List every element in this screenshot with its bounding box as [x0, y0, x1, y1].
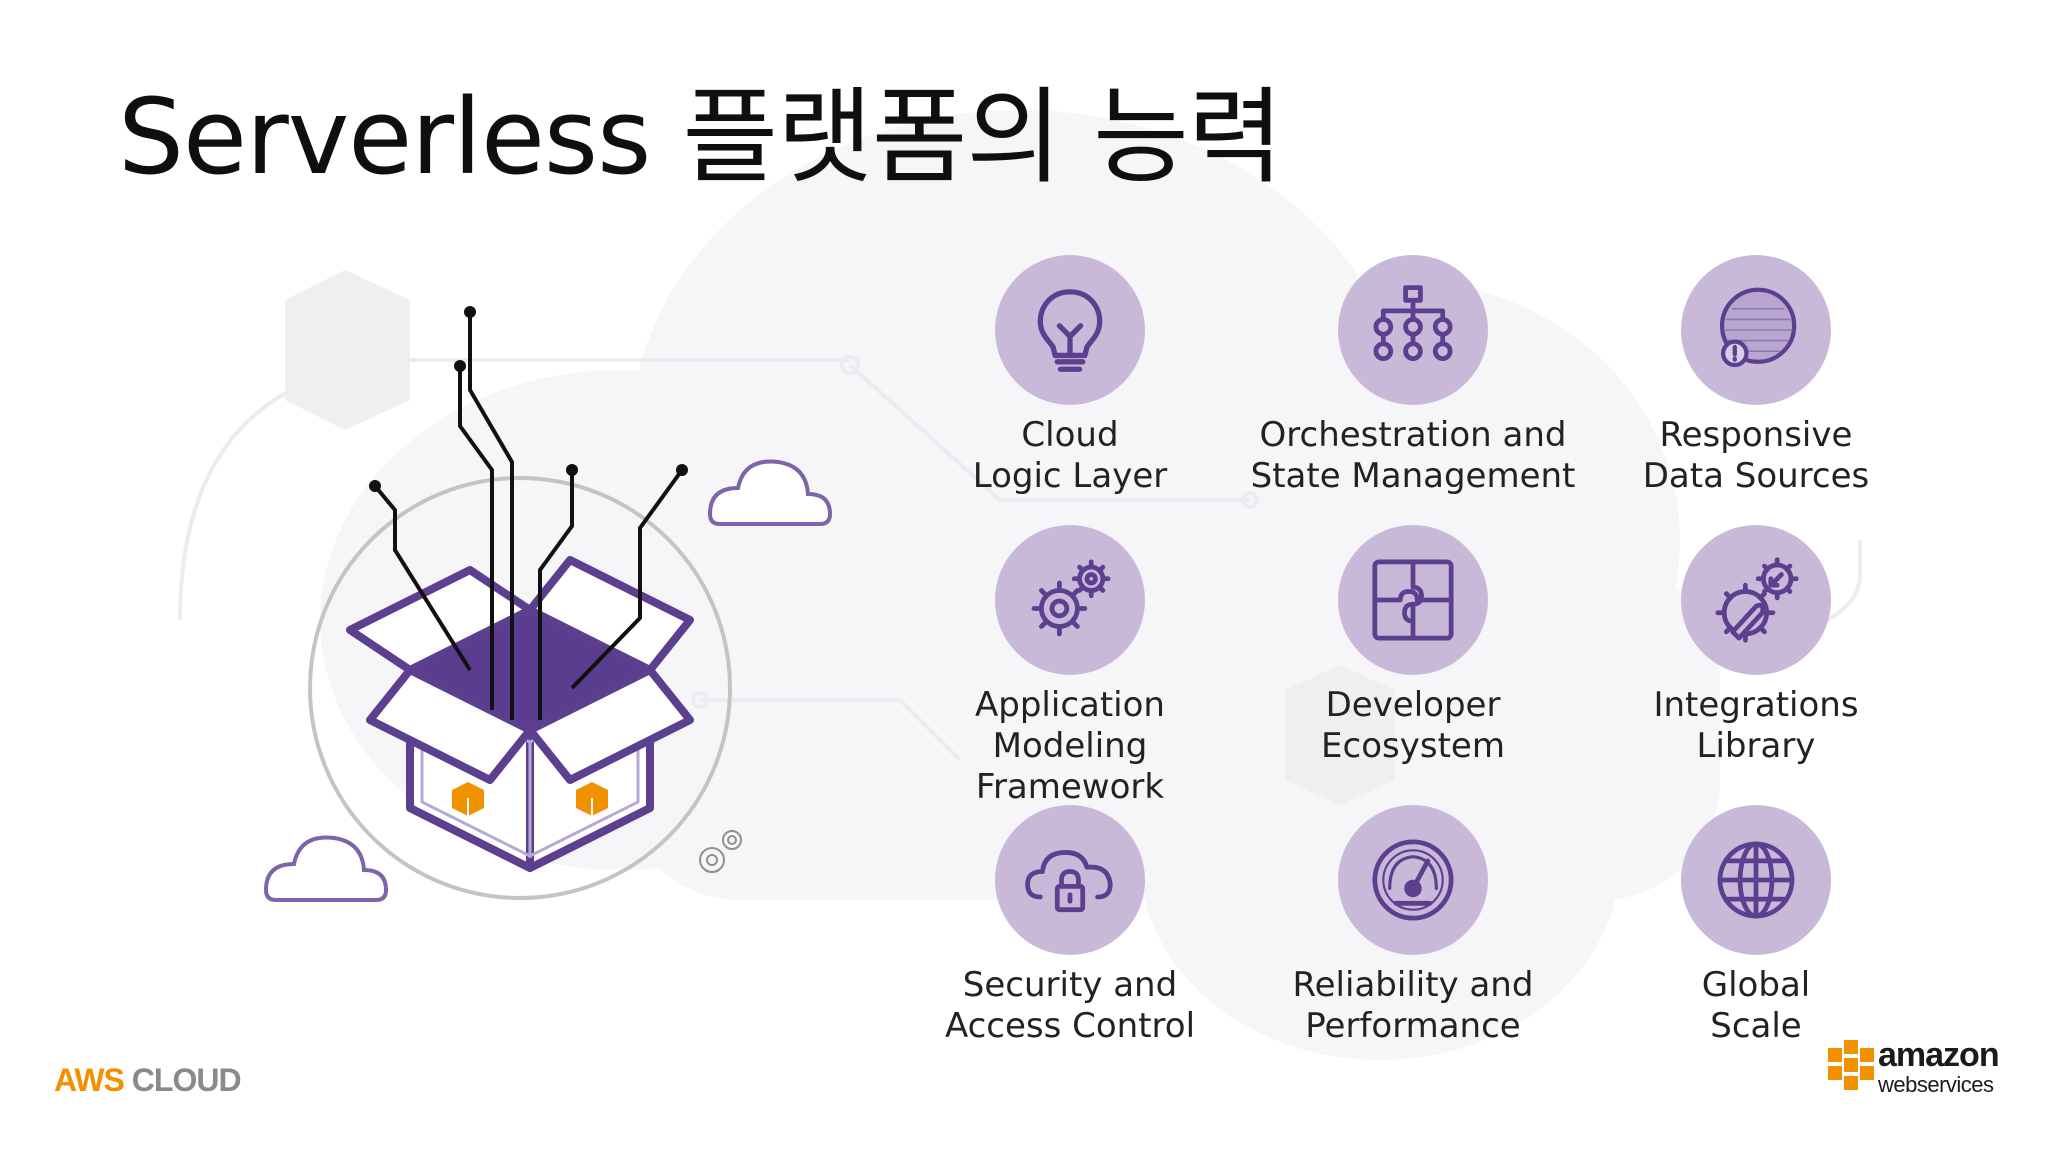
feature-label: Developer Ecosystem	[1321, 685, 1505, 766]
capabilities-grid: Cloud Logic Layer Orchestration and Stat…	[900, 255, 1920, 1055]
aws-cubes-icon	[1828, 1040, 1874, 1090]
feature-label: Cloud Logic Layer	[972, 415, 1168, 496]
feature-integrations-library: Integrations Library	[1586, 525, 1926, 767]
lightbulb-icon	[995, 255, 1145, 405]
gauge-icon	[1338, 805, 1488, 955]
feature-global-scale: Global Scale	[1586, 805, 1926, 1047]
logo-word-amazon: amazon	[1878, 1036, 2000, 1074]
open-box-illustration	[263, 306, 833, 902]
data-sphere-icon	[1681, 255, 1831, 405]
amazon-web-services-logo: amazon webservices	[1822, 1034, 2022, 1104]
feature-developer-ecosystem: Developer Ecosystem	[1243, 525, 1583, 767]
feature-label: Integrations Library	[1653, 685, 1859, 766]
feature-label: Global Scale	[1701, 965, 1811, 1046]
feature-responsive-data: Responsive Data Sources	[1586, 255, 1926, 497]
puzzle-icon	[1338, 525, 1488, 675]
feature-label: Application Modeling Framework	[975, 685, 1165, 807]
feature-label: Reliability and Performance	[1292, 965, 1534, 1046]
aws-cloud-brand: AWS CLOUD	[54, 1062, 242, 1099]
globe-icon	[1681, 805, 1831, 955]
page-title: Serverless 플랫폼의 능력	[118, 76, 1283, 198]
brand-cloud: CLOUD	[131, 1062, 242, 1098]
cloud-lock-icon	[995, 805, 1145, 955]
brand-aws: AWS	[54, 1062, 125, 1098]
gear-wrench-icon	[1681, 525, 1831, 675]
gears-icon	[995, 525, 1145, 675]
feature-cloud-logic-layer: Cloud Logic Layer	[900, 255, 1240, 497]
feature-reliability: Reliability and Performance	[1243, 805, 1583, 1047]
logo-word-webservices: webservices	[1878, 1072, 1994, 1097]
org-chart-icon	[1338, 255, 1488, 405]
feature-label: Orchestration and State Management	[1250, 415, 1576, 496]
feature-label: Responsive Data Sources	[1642, 415, 1870, 496]
feature-orchestration: Orchestration and State Management	[1243, 255, 1583, 497]
feature-label: Security and Access Control	[944, 965, 1196, 1046]
feature-security: Security and Access Control	[900, 805, 1240, 1047]
feature-app-modeling: Application Modeling Framework	[900, 525, 1240, 808]
